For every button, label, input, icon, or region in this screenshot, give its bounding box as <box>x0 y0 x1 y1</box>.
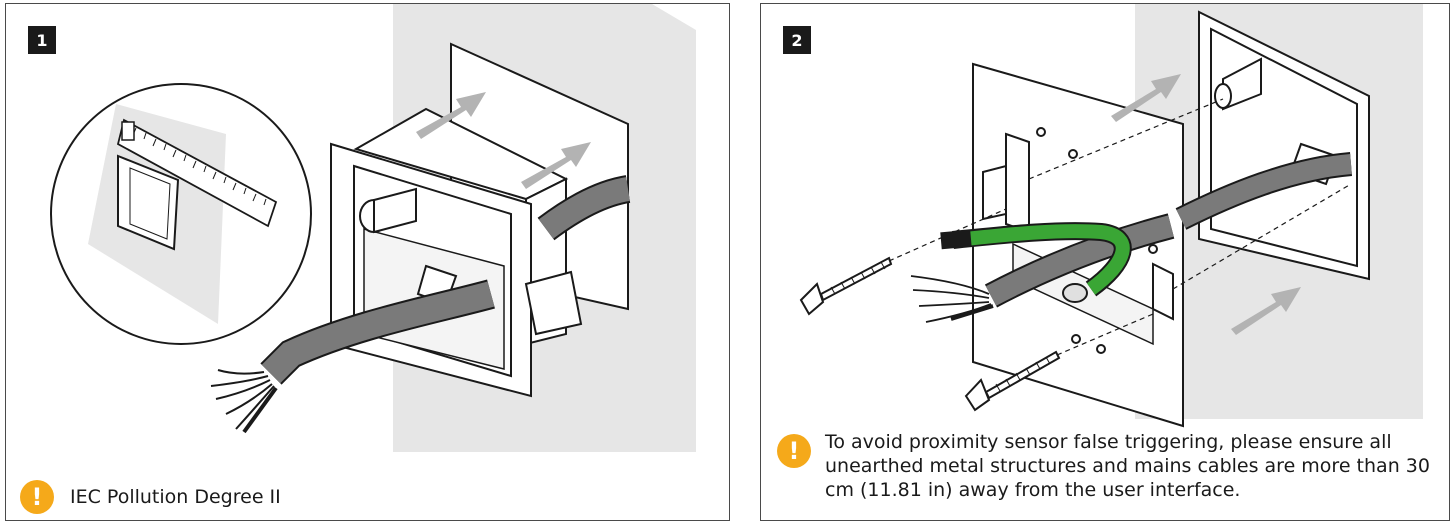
back-box-in-wall <box>1198 10 1370 281</box>
alignment-guides <box>888 98 1352 356</box>
tape-measure <box>116 118 278 228</box>
push-direction-arrows <box>1111 74 1301 335</box>
step-number-badge: 1 <box>28 26 56 54</box>
stripped-wires <box>210 369 278 434</box>
step-number-badge: 2 <box>783 26 811 54</box>
proximity-warning-text: To avoid proximity sensor false triggeri… <box>825 431 1430 501</box>
exclamation-warning-icon: ! <box>777 434 811 468</box>
push-direction-arrows <box>416 92 591 189</box>
back-box <box>330 107 583 398</box>
mains-cable <box>210 175 631 434</box>
proximity-sensor-warning: ! To avoid proximity sensor false trigge… <box>777 430 1442 502</box>
mounting-screw-lower <box>964 350 1061 412</box>
pollution-degree-note: ! IEC Pollution Degree II <box>20 480 281 514</box>
pollution-degree-text: IEC Pollution Degree II <box>70 486 281 508</box>
back-box-installation-illustration <box>50 4 696 452</box>
step-2-panel: 2 <box>760 3 1450 521</box>
step-1-panel: 1 <box>5 3 730 521</box>
mounting-screw-upper <box>799 256 893 316</box>
stripped-wires <box>910 275 994 323</box>
mains-cable <box>910 152 1353 323</box>
exclamation-warning-icon: ! <box>20 480 54 514</box>
measurement-detail-magnifier <box>50 83 312 345</box>
faceplate-mounting-illustration <box>799 4 1423 428</box>
